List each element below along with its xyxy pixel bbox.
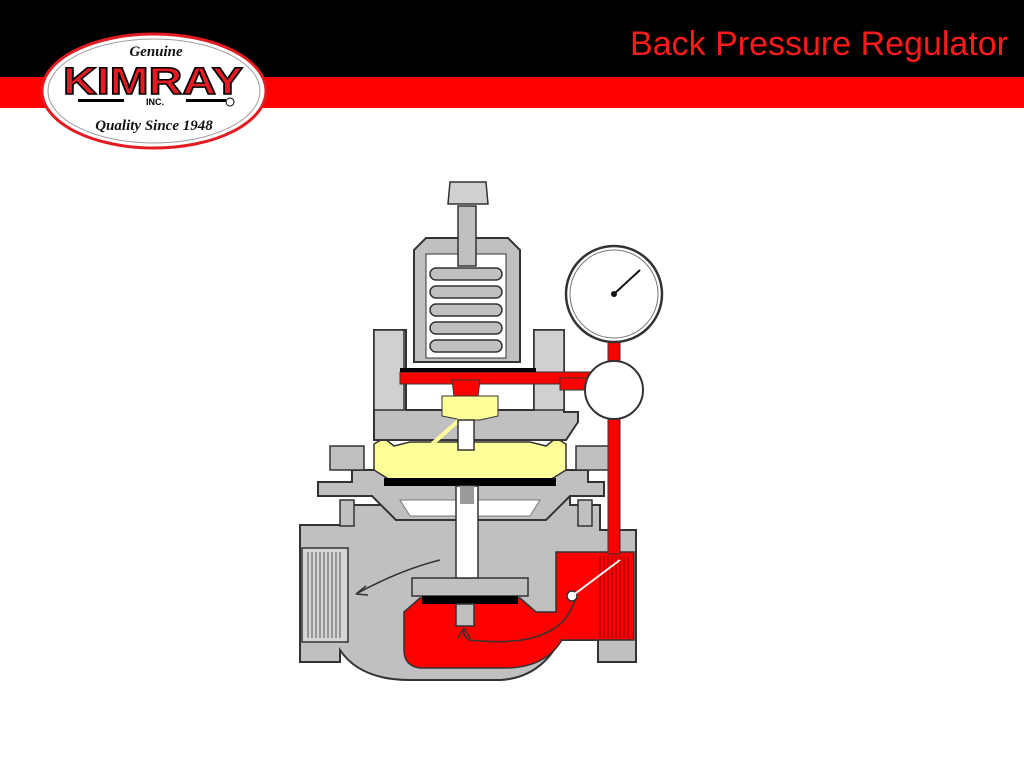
pressurized-chamber [403,551,635,669]
stem-threads [460,486,474,504]
registered-mark-icon [225,97,235,107]
gauge-tee-icon [584,360,644,420]
pilot-red-valve [451,379,481,397]
inlet-port [301,547,349,643]
valve-stem-nut [455,603,475,627]
inlet-threads [307,552,341,638]
gauge-pivot [611,291,617,297]
logo-underline-right [186,99,226,102]
kimray-logo: Genuine KIMRAY INC. Quality Since 1948 [40,32,268,150]
logo-underline-left [78,99,124,102]
spring-coils [429,267,503,353]
logo-tagline-text: Quality Since 1948 [95,118,213,134]
pilot-diaphragm-black [400,368,536,372]
gauge-needle [613,269,641,295]
flow-arrow-inlet [355,559,441,595]
adjusting-nut [447,181,489,205]
diaphragm [384,478,556,486]
pilot-bolt-left [373,329,405,411]
flow-arrow-return [462,599,576,643]
logo-genuine-text: Genuine [129,44,183,60]
flow-arrow-return-head [457,627,471,639]
valve-seat-disc [422,596,518,604]
pilot-valve-yellow [441,395,499,421]
pilot-stem [457,419,475,451]
flow-arrow-inlet-head [355,585,369,596]
sensing-line-diagonal [571,559,621,597]
logo-inc-text: INC. [146,97,164,107]
valve-plug [411,577,529,597]
pilot-body [373,329,579,441]
logo-brand-text: KIMRAY [63,61,243,103]
slide-title: Back Pressure Regulator [630,25,1008,63]
outlet-threads [599,556,629,638]
housing-bolts [329,445,611,527]
adjusting-screw [457,205,477,267]
regulator-cutaway-diagram [299,181,664,681]
pilot-bolt-right [533,329,565,411]
logo-inner-ring [47,38,261,144]
